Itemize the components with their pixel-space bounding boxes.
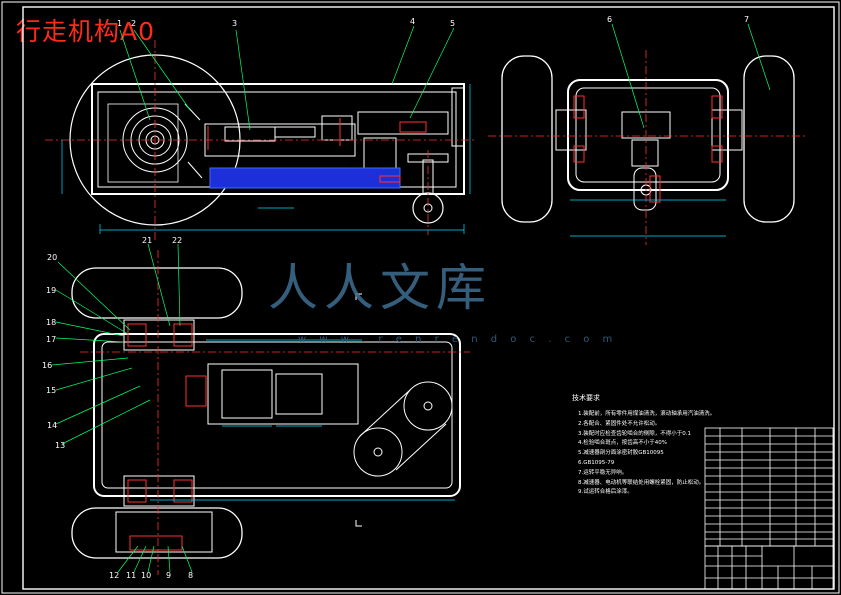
notes-heading: 技术要求 — [572, 394, 600, 402]
callout-15: 15 — [46, 386, 57, 395]
note-line: 2.各配合、紧固件处不允许松动。 — [578, 420, 661, 427]
callout-5: 5 — [450, 19, 456, 28]
callout-11: 11 — [126, 571, 137, 580]
callout-9: 9 — [166, 571, 172, 580]
note-line: 1.装配前，所有零件用煤油清洗，滚动轴承用汽油清洗。 — [578, 411, 716, 417]
watermark-url: w w w . r e n r e n d o c . c o m — [298, 334, 618, 345]
title-block — [704, 545, 834, 590]
callout-20: 20 — [47, 253, 58, 262]
side-view-dimensions — [61, 84, 471, 234]
callout-10: 10 — [141, 571, 152, 580]
callout-14: 14 — [47, 421, 58, 430]
note-line: 8.减速器、电动机等联结处用螺栓紧固，防止松动。 — [578, 479, 705, 486]
callout-7: 7 — [744, 15, 750, 24]
front-view-highlights — [573, 95, 723, 203]
front-view — [501, 55, 795, 237]
callout-18: 18 — [46, 318, 57, 327]
side-view-highlights — [207, 118, 427, 183]
inner-border — [22, 6, 835, 590]
top-view-centerlines — [80, 250, 470, 575]
callout-3: 3 — [232, 19, 238, 28]
leader-lines — [51, 23, 771, 573]
callout-13: 13 — [55, 441, 66, 450]
front-view-centerlines — [488, 50, 808, 245]
watermark: 人人文库 — [268, 259, 492, 317]
top-view — [71, 267, 461, 559]
notes-list: 1.装配前，所有零件用煤油清洗，滚动轴承用汽油清洗。 2.各配合、紧固件处不允许… — [578, 410, 715, 498]
top-view-dimensions — [150, 339, 455, 501]
callout-12: 12 — [109, 571, 120, 580]
callout-21: 21 — [142, 236, 153, 245]
callout-16: 16 — [42, 361, 53, 370]
note-line: 3.装配时应检查齿轮啮合的侧隙，不得小于0.1 — [578, 430, 691, 437]
note-line: 7.运转平稳无异响。 — [578, 469, 628, 476]
parts-list — [704, 427, 834, 547]
callout-17: 17 — [46, 335, 57, 344]
callout-4: 4 — [410, 17, 416, 26]
callout-19: 19 — [46, 286, 57, 295]
top-view-highlights — [127, 323, 207, 551]
section-marks — [355, 293, 362, 527]
callout-22: 22 — [172, 236, 183, 245]
callout-8: 8 — [188, 571, 194, 580]
note-line: 9.试运转合格后涂漆。 — [578, 489, 633, 496]
note-line: 6.GB1095-79 — [578, 459, 615, 466]
note-line: 4.检验啮合斑点，按齿高不小于40% — [578, 440, 667, 447]
side-view-centerlines — [45, 40, 475, 240]
callout-2: 2 — [131, 19, 137, 28]
drawing-title: 行走机构A0 — [16, 17, 156, 46]
callout-1: 1 — [117, 19, 123, 28]
note-line: 5.减速器剖分面涂密封胶GB10095 — [578, 450, 664, 457]
callout-6: 6 — [607, 15, 613, 24]
